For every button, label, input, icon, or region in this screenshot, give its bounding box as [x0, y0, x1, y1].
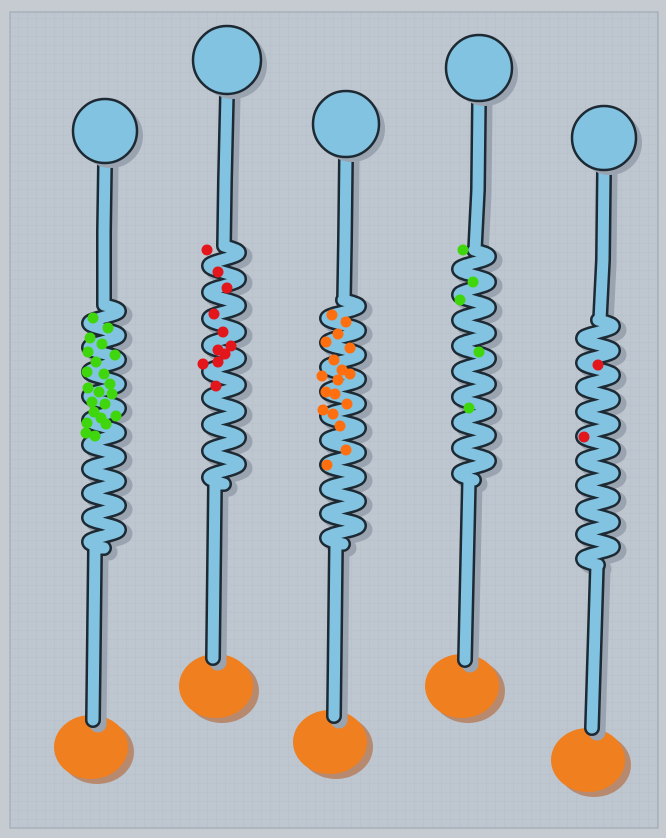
particle-dot [93, 386, 105, 398]
particle-dot [104, 378, 116, 390]
particle-dot [334, 420, 346, 432]
particle-dot [82, 382, 94, 394]
particle-dot [109, 349, 121, 361]
outlet-well [425, 654, 499, 718]
channel-5 [551, 104, 642, 797]
particle-dot [84, 332, 96, 344]
particle-dot [320, 386, 332, 398]
particle-dot [100, 418, 112, 430]
particle-dot [99, 398, 111, 410]
particle-dot [473, 346, 485, 358]
particle-dot [81, 366, 93, 378]
particle-dot [86, 396, 98, 408]
inlet-reservoir [444, 33, 514, 103]
outlet-well [551, 728, 625, 792]
channel-fill [453, 95, 495, 666]
particle-dot [221, 282, 233, 294]
particle-dot [225, 340, 237, 352]
particle-dot [82, 346, 94, 358]
channel-4 [425, 33, 518, 723]
particle-dot [320, 336, 332, 348]
particle-dot [212, 266, 224, 278]
inlet-reservoir [570, 104, 638, 172]
outlet-well [54, 715, 128, 779]
particle-dot [463, 402, 475, 414]
channel-1 [54, 97, 143, 784]
particle-dot [217, 326, 229, 338]
particle-dot [81, 417, 93, 429]
devices-group [54, 24, 642, 797]
particle-dot [578, 431, 590, 443]
particle-dot [344, 368, 356, 380]
particle-dot [212, 356, 224, 368]
particle-dot [110, 410, 122, 422]
particle-dot [98, 368, 110, 380]
particle-dot [326, 309, 338, 321]
inlet-reservoir [71, 97, 139, 165]
particle-dot [340, 316, 352, 328]
channel-fill [577, 164, 619, 734]
particle-dot [332, 328, 344, 340]
particle-dot [332, 374, 344, 386]
particle-dot [454, 294, 466, 306]
particle-dot [316, 370, 328, 382]
plate-border [9, 11, 659, 829]
particle-dot [467, 276, 479, 288]
particle-dot [90, 356, 102, 368]
particle-dot [210, 380, 222, 392]
inlet-reservoir [191, 24, 263, 96]
particle-dot [341, 398, 353, 410]
inlet-reservoir [311, 89, 381, 159]
particle-dot [201, 244, 213, 256]
channel-2 [179, 24, 267, 723]
particle-dot [321, 459, 333, 471]
particle-dot [340, 444, 352, 456]
outlet-well [179, 654, 253, 718]
particle-dot [102, 322, 114, 334]
particle-dot [208, 308, 220, 320]
particle-dot [344, 342, 356, 354]
particle-dot [219, 348, 231, 360]
particle-dot [80, 427, 92, 439]
outlet-well [293, 710, 367, 774]
particle-dot [89, 430, 101, 442]
particle-dot [327, 408, 339, 420]
particle-dot [328, 354, 340, 366]
particle-dot [106, 388, 118, 400]
particle-dot [96, 338, 108, 350]
channel-3 [293, 89, 385, 779]
particle-dot [329, 388, 341, 400]
particle-dot [457, 244, 469, 256]
particle-dot [592, 359, 604, 371]
particle-dot [87, 312, 99, 324]
particle-dot [197, 358, 209, 370]
particle-dot [317, 404, 329, 416]
